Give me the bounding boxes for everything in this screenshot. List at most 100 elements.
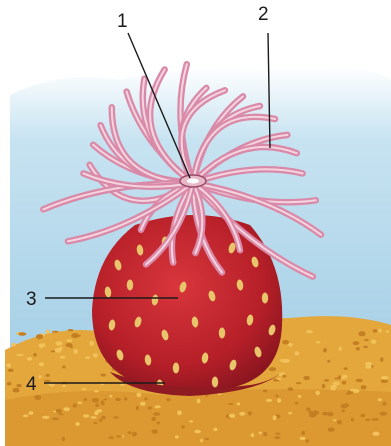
sand-grain: [342, 409, 345, 412]
sand-grain: [356, 379, 363, 382]
body-spot: [173, 363, 179, 374]
sand-grain: [99, 419, 103, 422]
sand-grain: [295, 402, 299, 405]
sand-grain: [42, 343, 45, 347]
sand-grain: [85, 356, 90, 359]
sand-grain: [83, 414, 89, 417]
sand-grain: [140, 402, 146, 406]
sand-grain: [365, 365, 372, 369]
sand-grain: [358, 331, 365, 336]
sand-grain: [322, 384, 326, 389]
sand-grain: [300, 437, 306, 440]
sand-grain: [351, 418, 354, 421]
sand-grain: [101, 400, 105, 405]
sand-grain: [350, 389, 357, 392]
sand-grain: [144, 397, 147, 400]
sand-grain: [378, 329, 381, 333]
sand-grain: [82, 388, 87, 390]
sand-grain: [73, 403, 77, 407]
sand-grain: [312, 410, 320, 415]
sand-grain: [365, 419, 370, 421]
sand-grain: [52, 331, 59, 333]
sand-grain: [92, 398, 99, 403]
sand-grain: [62, 365, 66, 368]
sand-grain: [12, 388, 19, 393]
sand-grain: [344, 367, 348, 370]
sand-grain: [56, 409, 62, 414]
sand-grain: [65, 343, 72, 347]
sand-grain: [7, 382, 12, 386]
sand-grain: [309, 410, 312, 414]
sand-grain: [205, 438, 209, 440]
sand-grain: [228, 403, 233, 405]
sand-grain: [42, 416, 50, 419]
sand-grain: [386, 330, 389, 333]
sand-grain: [282, 340, 289, 344]
sand-grain: [101, 416, 105, 420]
sand-grain: [288, 412, 292, 414]
sand-grain: [197, 399, 201, 404]
sand-grain: [330, 388, 336, 391]
sand-grain: [115, 398, 121, 401]
sand-grain: [259, 432, 262, 435]
sand-grain: [353, 341, 360, 345]
sand-grain: [341, 404, 348, 409]
sand-grain: [316, 391, 320, 395]
sand-grain: [373, 329, 378, 333]
sand-grain: [333, 382, 340, 386]
sand-grain: [301, 431, 304, 435]
sand-grain: [62, 437, 65, 441]
sand-grain: [339, 346, 342, 351]
label-4: 4: [26, 375, 37, 394]
sand-grain: [181, 425, 185, 428]
sand-grain: [306, 330, 313, 333]
sand-grain: [74, 349, 78, 354]
sand-grain: [39, 375, 42, 379]
sand-grain: [361, 385, 367, 389]
sand-grain: [175, 435, 179, 438]
body-spot: [262, 293, 268, 304]
sand-grain: [120, 384, 124, 386]
sand-grain: [95, 404, 99, 408]
sand-grain: [11, 343, 16, 347]
sand-grain: [381, 376, 389, 380]
sand-grain: [229, 414, 236, 418]
sand-grain: [166, 398, 170, 401]
sand-grain: [52, 417, 59, 420]
sand-grain: [324, 379, 329, 382]
sand-grain: [154, 405, 161, 408]
sand-grain: [288, 343, 292, 347]
sand-grain: [274, 436, 280, 439]
sand-grain: [328, 427, 335, 431]
sand-grain: [153, 412, 160, 416]
sand-grain: [66, 339, 72, 342]
sand-grain: [100, 374, 106, 377]
sand-grain: [93, 422, 97, 424]
sand-grain: [90, 416, 96, 419]
sand-grain: [333, 419, 336, 421]
sand-grain: [136, 406, 139, 411]
sand-grain: [282, 375, 286, 378]
sand-grain: [200, 439, 203, 442]
sand-grain: [74, 335, 81, 337]
sand-grain: [356, 347, 360, 351]
sand-grain: [251, 433, 254, 437]
sand-grain: [330, 385, 337, 388]
sand-grain: [124, 397, 127, 401]
sand-grain: [322, 412, 328, 416]
sand-grain: [16, 354, 24, 356]
sand-grain: [39, 362, 44, 366]
sand-grain: [371, 339, 376, 344]
sand-grain: [295, 351, 300, 355]
sand-grain: [78, 402, 82, 404]
sand-grain: [266, 399, 272, 402]
sand-grain: [147, 407, 152, 410]
sand-grain: [380, 412, 388, 416]
body-spot: [127, 280, 133, 291]
sand-grain: [360, 414, 365, 418]
sand-grain: [305, 439, 309, 442]
sand-grain: [194, 430, 200, 433]
sand-grain: [90, 341, 94, 346]
